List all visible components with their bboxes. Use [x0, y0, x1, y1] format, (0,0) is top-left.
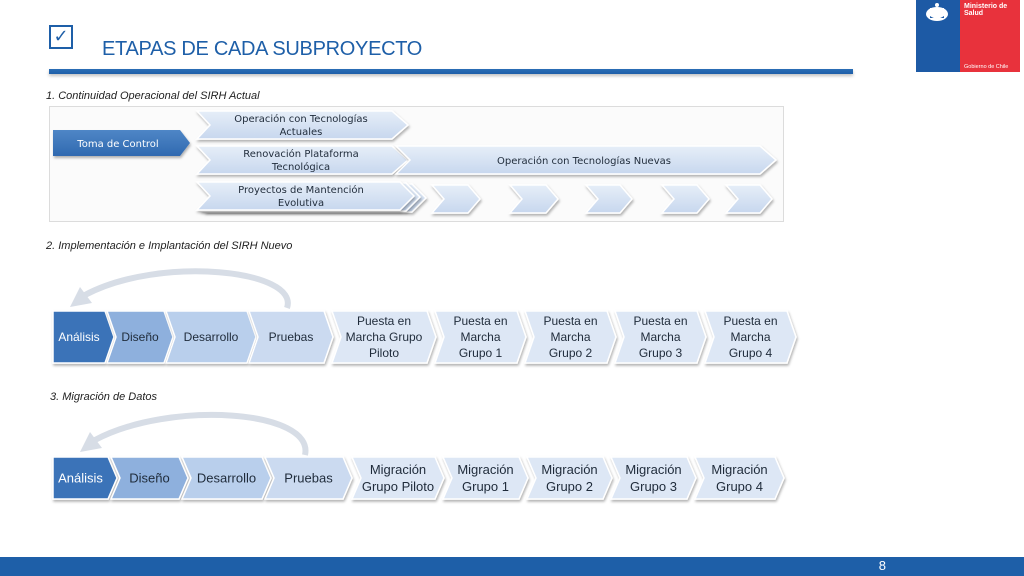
- section2-step-7-label: Puesta en: [543, 314, 597, 328]
- section2-step-7-label: Marcha: [550, 330, 590, 344]
- section3-title: 3. Migración de Datos: [50, 391, 157, 403]
- section3-step-4-label: Pruebas: [284, 471, 333, 486]
- section2-step-1-chevron: [52, 310, 115, 364]
- operacion-actuales-arrow: [195, 110, 410, 140]
- logo-line1: Ministerio de: [964, 3, 1007, 10]
- mantencion-chevron: [724, 184, 773, 214]
- section3-step-1-chevron: [52, 456, 118, 500]
- section2-step-3-chevron: [164, 310, 257, 364]
- section1-title: 1. Continuidad Operacional del SIRH Actu…: [46, 90, 260, 102]
- renovacion-label-2: Tecnológica: [271, 161, 330, 173]
- section2-step-9-chevron: [703, 310, 797, 364]
- section2-step-5-chevron: [330, 310, 437, 364]
- logo-line2: Salud: [964, 10, 983, 17]
- section3-step-8-label: Migración: [625, 462, 681, 477]
- section2-step-9-label: Grupo 4: [729, 346, 773, 360]
- footer-bar: 8: [0, 557, 1024, 576]
- mantencion-chevron: [430, 184, 481, 214]
- section3-step-3-label: Desarrollo: [197, 471, 256, 486]
- loop-back-arrow-icon: [83, 268, 291, 309]
- mantencion-chevron: [584, 184, 633, 214]
- operacion-nuevas-label: Operación con Tecnologías Nuevas: [497, 155, 671, 167]
- logo-bottom: Gobierno de Chile: [964, 64, 1008, 70]
- section2-step-3-label: Desarrollo: [184, 330, 239, 344]
- section2-step-4-label: Pruebas: [269, 330, 314, 344]
- operacion-actuales-label-2: Actuales: [280, 127, 323, 138]
- section2-step-6-label: Marcha: [460, 330, 500, 344]
- section3-step-3-chevron: [180, 456, 272, 500]
- coat-of-arms-icon: [926, 3, 948, 21]
- section3-step-5-label: Grupo Piloto: [362, 479, 434, 494]
- mantencion-chevron: [508, 184, 559, 214]
- proyectos-mantencion-arrow: [195, 181, 416, 211]
- section3-step-6-chevron: [441, 456, 529, 500]
- section2-step-5-label: Piloto: [369, 346, 399, 360]
- section3-step-8-label: Grupo 3: [630, 479, 677, 494]
- section2-step-6-label: Grupo 1: [459, 346, 503, 360]
- section2-step-4-chevron: [247, 310, 334, 364]
- title-underline: [49, 69, 853, 74]
- section2-title: 2. Implementación e Implantación del SIR…: [46, 240, 293, 252]
- section2-step-8-chevron: [613, 310, 707, 364]
- operacion-nuevas-arrow: [394, 145, 778, 175]
- renovacion-arrow: [195, 145, 410, 175]
- section2-step-8-label: Marcha: [640, 330, 680, 344]
- section3-step-5-label: Migración: [370, 462, 426, 477]
- section3-step-9-label: Migración: [711, 462, 767, 477]
- section3-step-7-label: Grupo 2: [546, 479, 593, 494]
- section3-step-5-chevron: [350, 456, 445, 500]
- section2-step-5-label: Puesta en: [357, 314, 411, 328]
- toma-de-control-label: Toma de Control: [76, 139, 158, 150]
- section3-step-2-label: Diseño: [129, 471, 169, 486]
- renovacion-label-1: Renovación Plataforma: [243, 148, 359, 160]
- section3-step-9-label: Grupo 4: [716, 479, 763, 494]
- section3-step-8-chevron: [609, 456, 697, 500]
- section2-step-9-label: Puesta en: [723, 314, 777, 328]
- section2-step-2-label: Diseño: [121, 330, 159, 344]
- section2-step-1-label: Análisis: [58, 330, 99, 344]
- section3-step-6-label: Migración: [457, 462, 513, 477]
- operacion-actuales-label-1: Operación con Tecnologías: [234, 113, 368, 125]
- section2-step-9-label: Marcha: [730, 330, 770, 344]
- section2-step-5-label: Marcha Grupo: [346, 330, 423, 344]
- section3-step-6-label: Grupo 1: [462, 479, 509, 494]
- section3-step-9-chevron: [693, 456, 785, 500]
- section2-step-7-label: Grupo 2: [549, 346, 593, 360]
- section2-step-6-chevron: [433, 310, 527, 364]
- checkbox-icon: ✓: [49, 25, 73, 49]
- proyectos-mantencion-label-2: Evolutiva: [278, 198, 324, 209]
- page-title: ETAPAS DE CADA SUBPROYECTO: [102, 38, 423, 60]
- section2-step-8-label: Puesta en: [633, 314, 687, 328]
- ministerio-logo: Ministerio de Salud Gobierno de Chile: [916, 0, 1020, 72]
- toma-de-control-arrow: [53, 130, 190, 156]
- section2-step-7-chevron: [523, 310, 617, 364]
- section2-step-6-label: Puesta en: [453, 314, 507, 328]
- section3-step-1-label: Análisis: [58, 471, 103, 486]
- section3-step-2-chevron: [109, 456, 189, 500]
- mantencion-chevron: [660, 184, 710, 214]
- loop-back-arrow-icon: [93, 411, 309, 456]
- section2-step-8-label: Grupo 3: [639, 346, 683, 360]
- section3-step-7-label: Migración: [541, 462, 597, 477]
- page-number: 8: [878, 558, 886, 573]
- section2-step-2-chevron: [105, 310, 174, 364]
- proyectos-mantencion-label-1: Proyectos de Mantención: [238, 184, 364, 196]
- section3-step-7-chevron: [525, 456, 613, 500]
- section3-step-4-chevron: [263, 456, 353, 500]
